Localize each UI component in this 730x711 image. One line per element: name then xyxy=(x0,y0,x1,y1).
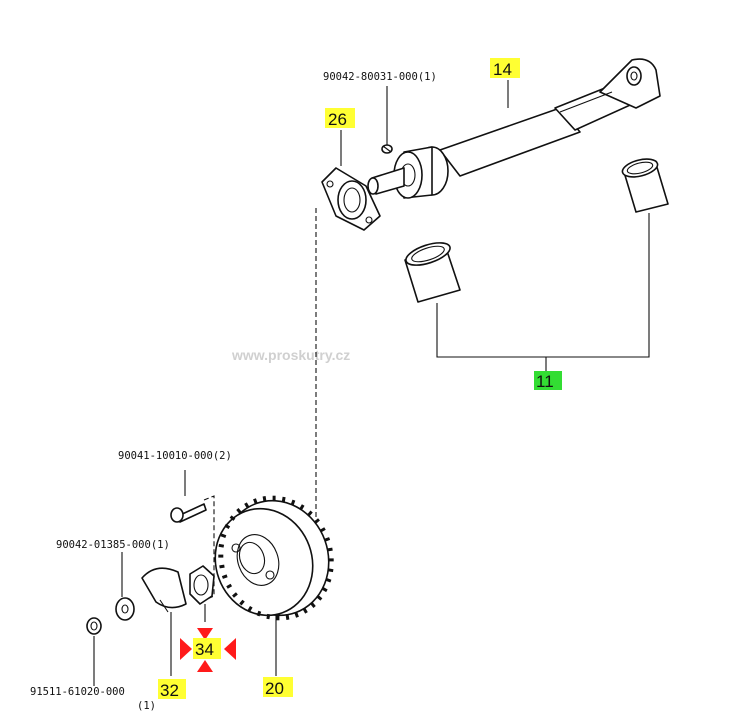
callout-11-highlight xyxy=(534,371,562,390)
callout-34[interactable]: 34 xyxy=(195,640,214,659)
gear-tooth xyxy=(316,595,323,601)
callout-11[interactable]: 11 xyxy=(536,372,554,391)
callout-14[interactable]: 14 xyxy=(493,60,512,79)
gear-tooth xyxy=(239,599,245,606)
gear-tooth xyxy=(294,611,299,618)
gear-tooth xyxy=(253,498,258,505)
assembly-line-plate-to-gear xyxy=(299,208,317,543)
part-number-bolt: 90041-10010-000(2) xyxy=(118,450,232,462)
gear-tooth xyxy=(321,587,328,593)
gear-tooth xyxy=(220,533,227,539)
callout-32[interactable]: 32 xyxy=(160,681,179,700)
gear-tooth xyxy=(229,515,236,521)
gear-tooth xyxy=(325,577,332,583)
gear-tooth xyxy=(310,602,316,608)
gear-tooth xyxy=(221,574,228,579)
gear-tooth xyxy=(256,610,262,617)
callout-20[interactable]: 20 xyxy=(265,679,284,698)
watermark-text: www.proskutry.cz xyxy=(231,347,350,363)
gear-tooth xyxy=(224,523,231,529)
gear-tooth xyxy=(262,496,267,502)
part-number-nut-qty: (1) xyxy=(137,700,156,711)
part-number-nut: 91511-61020-000 xyxy=(30,686,125,698)
bracket-11 xyxy=(436,213,650,358)
part-number-lock-washer: 90042-01385-000(1) xyxy=(56,539,170,551)
callout-14-highlight xyxy=(490,58,520,78)
gear-tooth xyxy=(327,568,334,573)
washer-part[interactable] xyxy=(115,597,135,621)
lock-washer-part-34[interactable] xyxy=(189,565,215,605)
gear-tooth xyxy=(244,502,250,509)
gear-tooth xyxy=(219,564,225,569)
gear-tooth xyxy=(281,496,286,503)
callout-26[interactable]: 26 xyxy=(328,110,347,129)
gear-tooth xyxy=(247,605,253,612)
callout-32-highlight xyxy=(158,679,186,699)
gear-tooth xyxy=(327,547,333,552)
gear-tooth xyxy=(226,583,233,589)
callout-34-red-marker xyxy=(180,628,236,672)
part-number-shaft-pin: 90042-80031-000(1) xyxy=(323,71,437,83)
gear-tooth xyxy=(319,527,326,533)
callout-20-highlight xyxy=(263,677,293,697)
camshaft-part-14[interactable] xyxy=(367,58,661,199)
gear-tooth xyxy=(236,508,242,514)
gear-tooth xyxy=(302,607,308,614)
gear-tooth xyxy=(290,499,296,506)
cam-gear-part-20[interactable] xyxy=(200,486,344,631)
gear-tooth xyxy=(266,613,271,620)
gear-tooth xyxy=(314,518,320,524)
cam-piece-part-32[interactable] xyxy=(141,567,187,613)
gear-tooth xyxy=(324,537,331,542)
bearing-right-part-11[interactable] xyxy=(621,156,669,213)
nut-part[interactable] xyxy=(86,617,102,635)
gear-tooth xyxy=(285,614,290,620)
bolt-part[interactable] xyxy=(170,503,207,523)
gear-tooth xyxy=(232,592,238,598)
gear-tooth xyxy=(299,504,305,511)
gear-tooth xyxy=(307,510,313,517)
callout-26-highlight xyxy=(325,108,355,128)
callout-34-highlight xyxy=(193,638,221,659)
thrust-plate-part-26[interactable] xyxy=(321,167,381,231)
gear-tooth xyxy=(218,543,225,548)
bearing-left-part-11[interactable] xyxy=(403,238,461,303)
shaft-pin-part[interactable] xyxy=(381,144,393,154)
